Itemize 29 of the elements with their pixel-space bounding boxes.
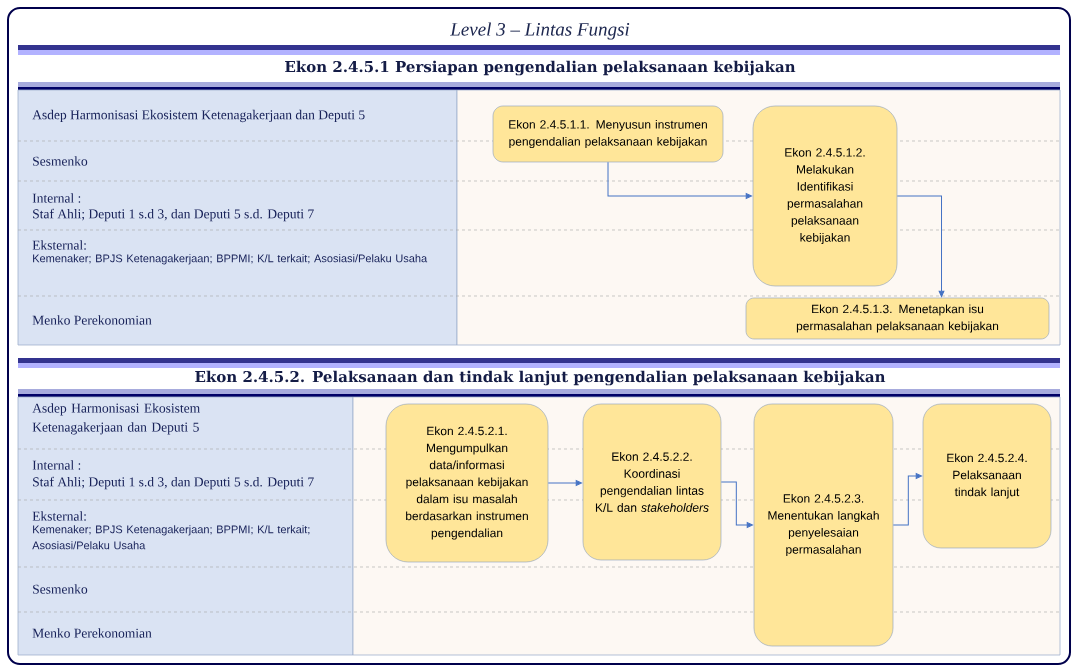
lane-label: Asdep Harmonisasi Ekosistem Ketenagakerjaan dan Deputi 5 <box>32 403 200 435</box>
process-box: Ekon 2.4.5.1.1. Menyusun instrumen pengendalian pelaksanaan kebijakan <box>492 105 724 163</box>
arrow <box>892 473 922 526</box>
process-box: Ekon 2.4.5.2.2. Koordinasi pengendalian lintas K/L dan stakeholders <box>582 403 722 561</box>
process-box: Ekon 2.4.5.2.3. Menentukan langkah penyelesaian permasalahan <box>753 403 894 647</box>
lane-label: Staf Ahli; Deputi 1 s.d 3, dan Deputi 5 s.d. Deputi 7 <box>33 208 314 222</box>
arrow <box>547 480 582 486</box>
lane-label: Menko Perekonomian <box>32 315 152 325</box>
lane-label: Kemenaker; BPJS Ketenagakerjaan; BPPMI; K/L terkait; Asosiasi/Pelaku Usaha <box>32 525 310 550</box>
lane-label: Sesmenko <box>33 584 88 594</box>
lane-label: Internal : <box>32 193 81 203</box>
lane-label: Asdep Harmonisasi Ekosistem Ketenagakerjaan dan Deputi 5 <box>32 109 365 123</box>
lane-label: Sesmenko <box>33 156 88 166</box>
process-box: Ekon 2.4.5.2.1. Mengumpulkan data/informasi pelaksanaan kebijakan dalam isu masalah berdasarkan instrumen pengendalian <box>385 403 549 563</box>
process-box: Ekon 2.4.5.1.3. Menetapkan isu permasalahan pelaksanaan kebijakan <box>745 297 1050 340</box>
title: Level 3 – Lintas Fungsi <box>450 22 630 40</box>
lane-label: Staf Ahli; Deputi 1 s.d 3, dan Deputi 5 s.d. Deputi 7 <box>33 476 314 490</box>
lane-label: Internal : <box>32 460 81 470</box>
lane-label: Eksternal: <box>32 511 86 521</box>
section-header: Ekon 2.4.5.2. Pelaksanaan dan tindak lanjut pengendalian pelaksanaan kebijakan <box>195 370 886 386</box>
arrow <box>896 195 945 297</box>
lane-label: Menko Perekonomian <box>32 628 152 638</box>
arrow <box>720 481 753 528</box>
process-box: Ekon 2.4.5.1.2. Melakukan Identifikasi permasalahan pelaksanaan kebijakan <box>752 105 898 287</box>
section-header: Ekon 2.4.5.1 Persiapan pengendalian pelaksanaan kebijakan <box>285 60 796 76</box>
lane-label: Kemenaker; BPJS Ketenagakerjaan; BPPMI; K/L terkait; Asosiasi/Pelaku Usaha <box>33 254 428 265</box>
process-box: Ekon 2.4.5.2.4. Pelaksanaan tindak lanjut <box>922 403 1052 549</box>
arrow <box>607 161 752 199</box>
lane-label: Eksternal: <box>32 240 86 250</box>
